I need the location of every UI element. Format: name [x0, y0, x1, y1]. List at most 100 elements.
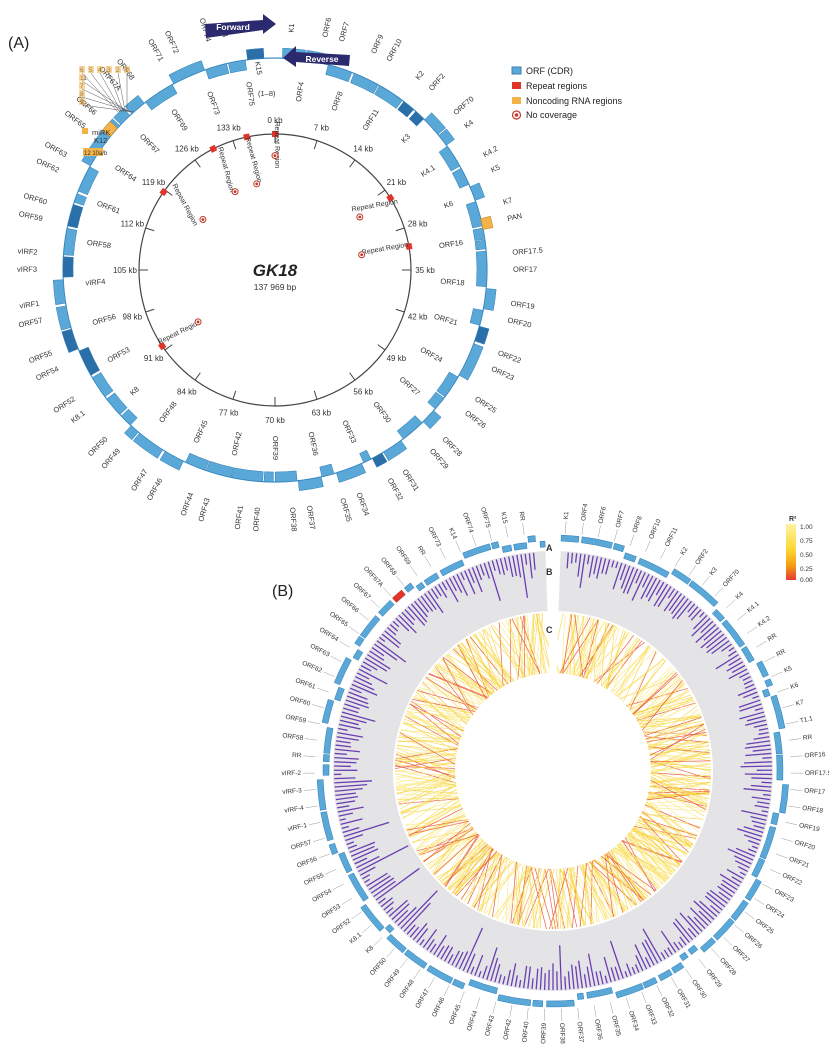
- r2-line: [531, 613, 539, 676]
- coverage-histogram: [333, 552, 773, 990]
- coverage-bar: [635, 955, 644, 972]
- leader-line: [769, 868, 781, 875]
- orf-label: ORF39: [271, 436, 280, 460]
- orf-block-b: [657, 969, 673, 982]
- r2-line: [611, 634, 633, 694]
- coverage-bar: [579, 554, 586, 588]
- r2-line: [402, 723, 464, 731]
- r2-line: [586, 862, 607, 920]
- coverage-bar: [338, 723, 361, 730]
- leader-line: [399, 958, 408, 969]
- coverage-bar: [624, 971, 628, 978]
- mirna-cluster: 65432111789 miRK K12 12 10a/b: [79, 66, 135, 157]
- r2-line: [453, 857, 508, 895]
- orf-label: ORF52: [52, 394, 77, 415]
- coverage-bar: [514, 975, 518, 987]
- coverage-bar: [430, 588, 439, 599]
- coverage-bar: [503, 557, 509, 571]
- coverage-bar: [672, 921, 690, 943]
- r2-line: [606, 625, 616, 690]
- repeat-region-mark: [386, 193, 395, 203]
- leader-line: [424, 556, 432, 567]
- r2-line: [641, 811, 692, 849]
- r2-line: [629, 651, 657, 711]
- r2-line: [516, 866, 530, 925]
- orf-label-b: ORF40: [521, 1021, 530, 1043]
- orf-block-b: [532, 999, 544, 1008]
- coverage-bar: [731, 664, 746, 674]
- r2-line: [419, 833, 479, 856]
- coverage-bar: [412, 922, 428, 941]
- r2-line: [579, 862, 588, 927]
- repeat-region-mark: [243, 133, 251, 141]
- coverage-bar: [381, 633, 400, 649]
- leader-line: [332, 883, 344, 890]
- r2-line: [428, 838, 483, 869]
- orf-label: ORF35: [338, 497, 353, 523]
- orf-label-b: ORF54: [311, 888, 333, 904]
- r2-line: [396, 747, 456, 775]
- leader-line: [475, 997, 481, 1009]
- coverage-bar: [620, 565, 631, 589]
- orf-label: ORF24: [419, 345, 445, 364]
- orf-label-b: ORF26: [743, 931, 764, 950]
- coverage-bar: [747, 848, 757, 853]
- coverage-bar: [475, 565, 483, 581]
- coverage-bar: [751, 845, 759, 850]
- r2-line: [643, 688, 689, 736]
- coverage-bar: [728, 650, 737, 657]
- coverage-bar: [739, 871, 746, 876]
- orf-block-b: [377, 599, 395, 617]
- coverage-bar: [689, 907, 709, 927]
- orf-label-b: K1: [563, 511, 570, 520]
- orf-label: K5: [489, 163, 501, 175]
- r2-line: [478, 863, 522, 911]
- leader-line: [577, 1007, 580, 1020]
- coverage-bar: [416, 928, 429, 943]
- coverage-bar: [752, 695, 760, 700]
- coverage-bar: [703, 627, 719, 641]
- leader-line: [744, 911, 755, 920]
- tick-mark: [349, 372, 356, 381]
- orf-label: ORF6: [320, 17, 333, 38]
- orf-label: ORF18: [440, 277, 465, 288]
- leader-line: [339, 640, 350, 648]
- r2-line: [422, 681, 467, 725]
- r2-line: [557, 868, 561, 929]
- orf-block-b: [712, 917, 735, 941]
- orf-label: ORF67: [138, 132, 161, 155]
- r2-line: [403, 720, 458, 753]
- r2-line: [626, 835, 666, 883]
- r2-line: [528, 614, 534, 677]
- orf-label-b: ORF19: [798, 822, 820, 833]
- orf-block-b: [392, 589, 406, 603]
- r2-line: [592, 860, 615, 917]
- r2-line: [647, 746, 710, 754]
- orf-block: [185, 452, 210, 471]
- leader-line: [307, 721, 320, 725]
- r2-line: [594, 622, 607, 683]
- coverage-bar: [340, 715, 367, 724]
- orf-label: ORF23: [490, 364, 516, 382]
- r2-line: [645, 716, 702, 741]
- r2-line: [639, 816, 698, 837]
- coverage-bar: [622, 567, 635, 594]
- orf-label-b: ORF74: [461, 512, 475, 534]
- r2-line: [650, 744, 709, 768]
- r2-line: [422, 681, 476, 712]
- r2-line: [418, 688, 469, 722]
- coverage-bar: [761, 781, 772, 784]
- repeat-region-mark: [209, 144, 218, 153]
- r2-line: [417, 689, 462, 737]
- leader-line: [711, 948, 720, 958]
- orf-block-b: [615, 982, 645, 999]
- r2-line: [398, 798, 460, 805]
- coverage-bar: [735, 847, 755, 857]
- r2-line: [399, 776, 456, 810]
- mirk-ncrna-block: [102, 121, 118, 138]
- coverage-bar: [699, 611, 705, 618]
- orf-block-b: [744, 878, 762, 902]
- r2-line: [624, 837, 655, 893]
- coverage-bar: [744, 744, 771, 749]
